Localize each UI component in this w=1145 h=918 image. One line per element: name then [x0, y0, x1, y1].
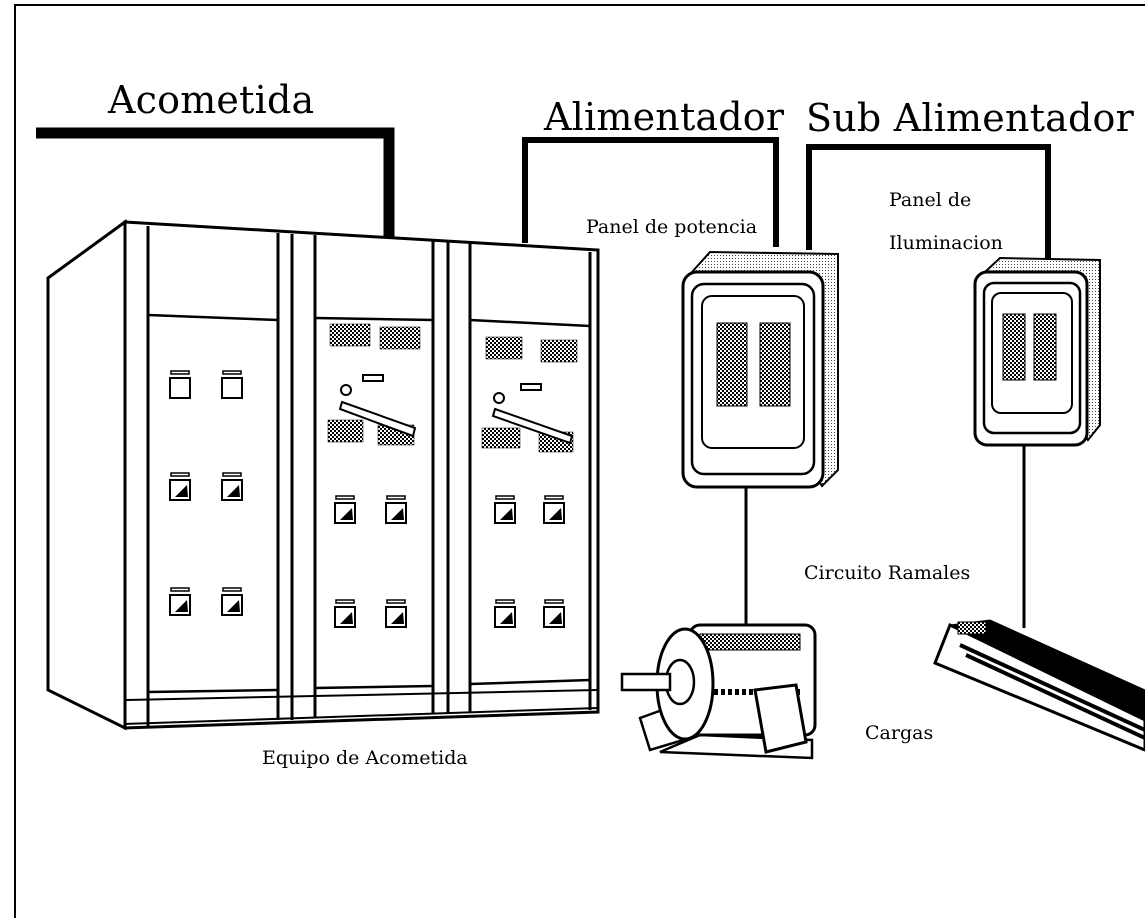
label-equipo-acometida: Equipo de Acometida: [262, 747, 468, 769]
label-panel-iluminacion-line1: Panel de: [889, 189, 972, 211]
label-panel-iluminacion-line2: Iluminacion: [889, 232, 1003, 254]
motor: [620, 623, 817, 760]
label-acometida: Acometida: [108, 78, 315, 122]
power-panel: [681, 250, 839, 635]
label-sub-alimentador: Sub Alimentador: [806, 96, 1134, 140]
diagram-frame: [14, 4, 1145, 918]
label-circuito-ramales: Circuito Ramales: [804, 562, 971, 584]
lighting-panel: [973, 256, 1101, 628]
disconnect-handles: [338, 374, 574, 445]
alimentador-conductor: [522, 137, 779, 247]
label-panel-potencia: Panel de potencia: [586, 216, 758, 238]
label-alimentador: Alimentador: [544, 95, 785, 139]
acometida-conductor: [36, 127, 395, 238]
switchgear: [46, 219, 600, 731]
sub-alimentador-conductor: [806, 144, 1051, 258]
label-cargas: Cargas: [865, 722, 934, 744]
luminaire: [933, 619, 1145, 752]
